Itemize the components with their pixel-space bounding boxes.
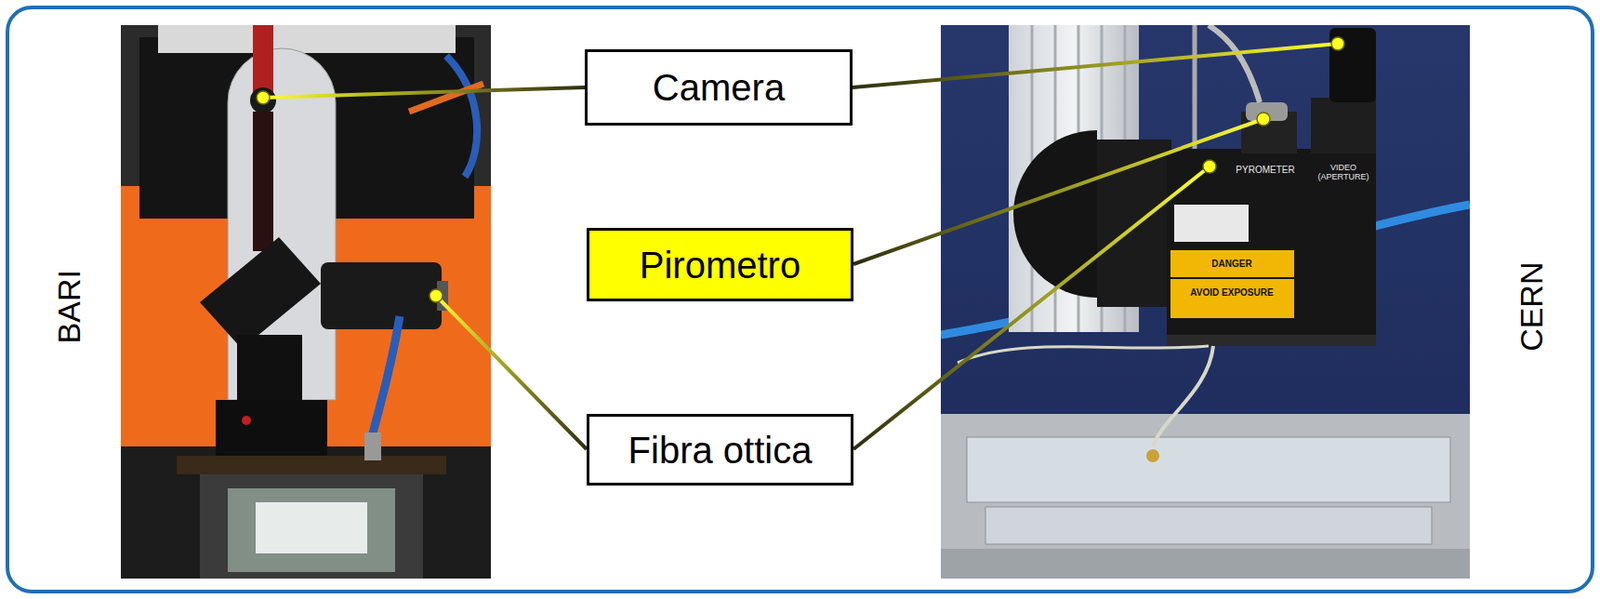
leader-dot [429, 289, 443, 303]
leader-dot [1256, 112, 1270, 126]
leader-dot [1203, 159, 1217, 173]
leader-line [263, 87, 585, 98]
label-box: Camera [584, 49, 853, 126]
leader-line [853, 119, 1264, 265]
label-text: Camera [652, 66, 785, 108]
warning-text: AVOID EXPOSURE [1176, 287, 1288, 298]
bari-photo [120, 25, 491, 579]
site-label: BARI [52, 269, 87, 344]
leader-dot [1331, 37, 1345, 51]
site-label: CERN [1514, 262, 1549, 352]
leader-line [436, 295, 587, 450]
highlight-label-box: Pirometro [586, 227, 854, 302]
frame-border [7, 7, 1593, 592]
device-marking: PYROMETER [1232, 164, 1298, 175]
warning-text: DANGER [1176, 258, 1288, 269]
label-text: Pirometro [639, 244, 801, 286]
leader-dot [256, 91, 270, 105]
leader-line [852, 43, 1338, 88]
cern-photo [940, 25, 1470, 579]
device-marking: VIDEO (APERTURE) [1315, 163, 1372, 183]
leader-line [853, 166, 1210, 450]
label-text: Fibra ottica [628, 429, 813, 471]
label-box: Fibra ottica [586, 413, 854, 486]
